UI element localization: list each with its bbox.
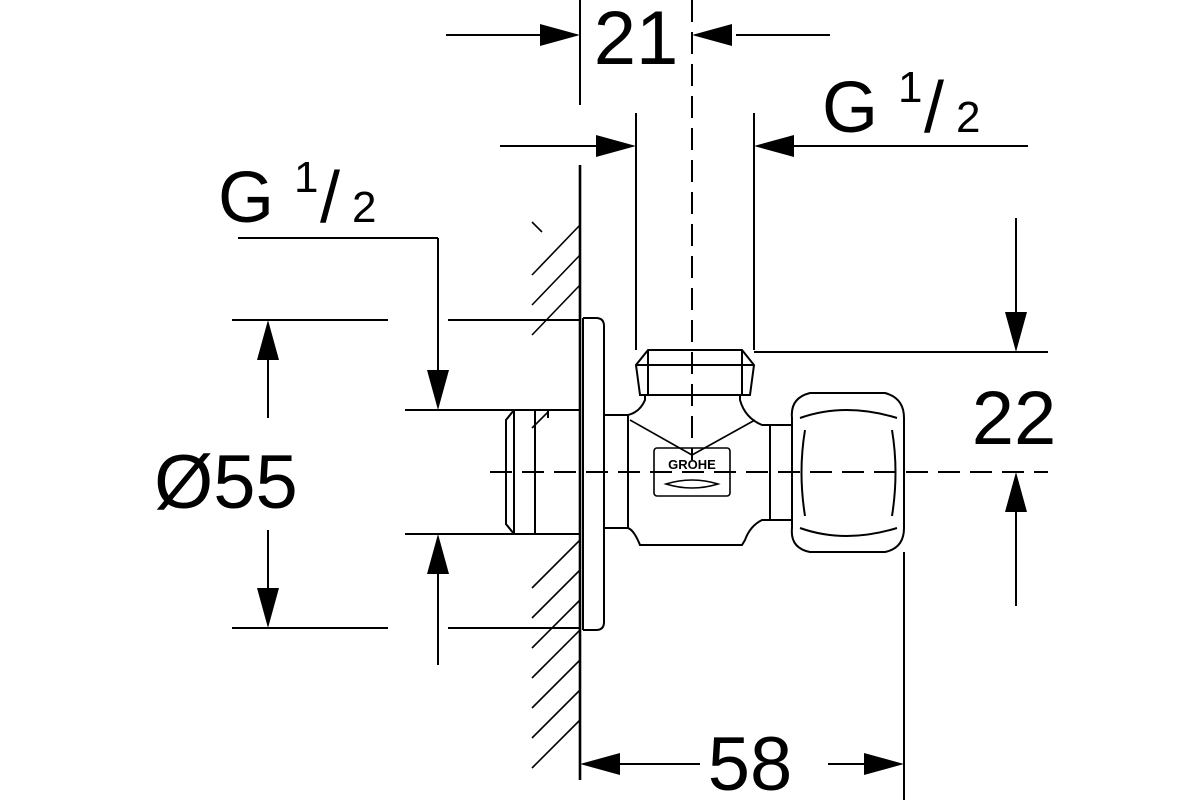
dimension-flange-diameter: Ø55 [154,319,580,629]
dimension-outlet-height: 22 [754,218,1056,606]
outlet-thread-slash: / [924,68,944,148]
dimension-projection-length: 58 [580,552,905,800]
inlet-thread-slash: / [320,158,340,238]
wall [531,165,582,780]
dimension-inlet-thread: G 1 / 2 [218,153,514,665]
outlet-thread-denominator: 2 [956,93,980,142]
dimension-top-width: 21 [446,0,830,105]
dimension-label-58: 58 [708,722,793,800]
brand-logo-text: GROHE [668,457,716,472]
dimension-label-55: Ø55 [154,440,298,525]
dimension-outlet-thread: G 1 / 2 [500,63,1028,350]
inlet-thread-denominator: 2 [352,183,376,232]
inlet-thread-numerator: 1 [294,153,318,202]
outlet-thread-letter: G [822,68,878,148]
dimension-label-22: 22 [972,376,1057,461]
outlet-thread-numerator: 1 [898,63,922,112]
dimension-label-21: 21 [594,0,679,81]
inlet-thread-letter: G [218,158,274,238]
center-lines [490,0,1048,473]
